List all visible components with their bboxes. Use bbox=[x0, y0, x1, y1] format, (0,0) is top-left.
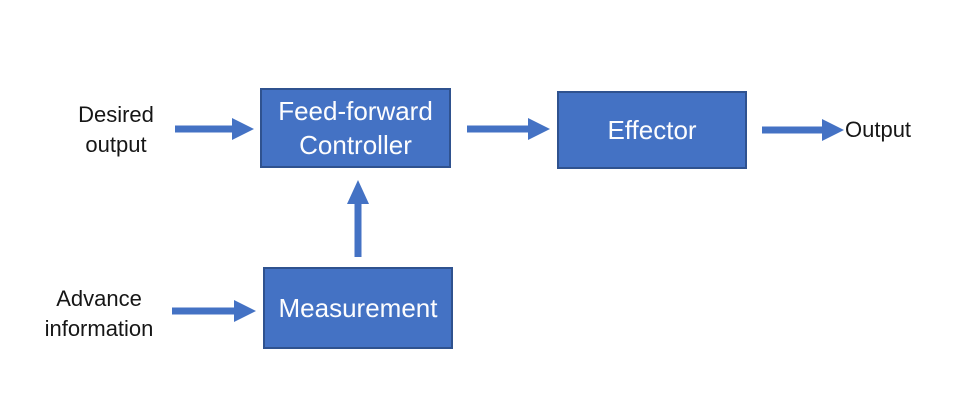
label-advance-information: Advance information bbox=[44, 286, 154, 341]
arrow-measurement-to-controller bbox=[347, 180, 369, 257]
node-measurement: Measurement bbox=[263, 267, 453, 349]
arrow-effector-to-output bbox=[762, 119, 844, 141]
arrow-desired-output-to-controller bbox=[175, 118, 254, 140]
node-measurement-label: Measurement bbox=[278, 293, 438, 323]
node-effector: Effector bbox=[557, 91, 747, 169]
arrow-advance-information-to-measurement bbox=[172, 300, 256, 322]
node-effector-label: Effector bbox=[607, 115, 697, 145]
node-feed-forward-controller: Feed-forward Controller bbox=[260, 88, 451, 168]
label-output: Output bbox=[845, 117, 912, 142]
node-feed-forward-controller-label: Feed-forward Controller bbox=[278, 96, 433, 160]
label-desired-output: Desired output bbox=[78, 102, 154, 157]
arrow-controller-to-effector bbox=[467, 118, 550, 140]
